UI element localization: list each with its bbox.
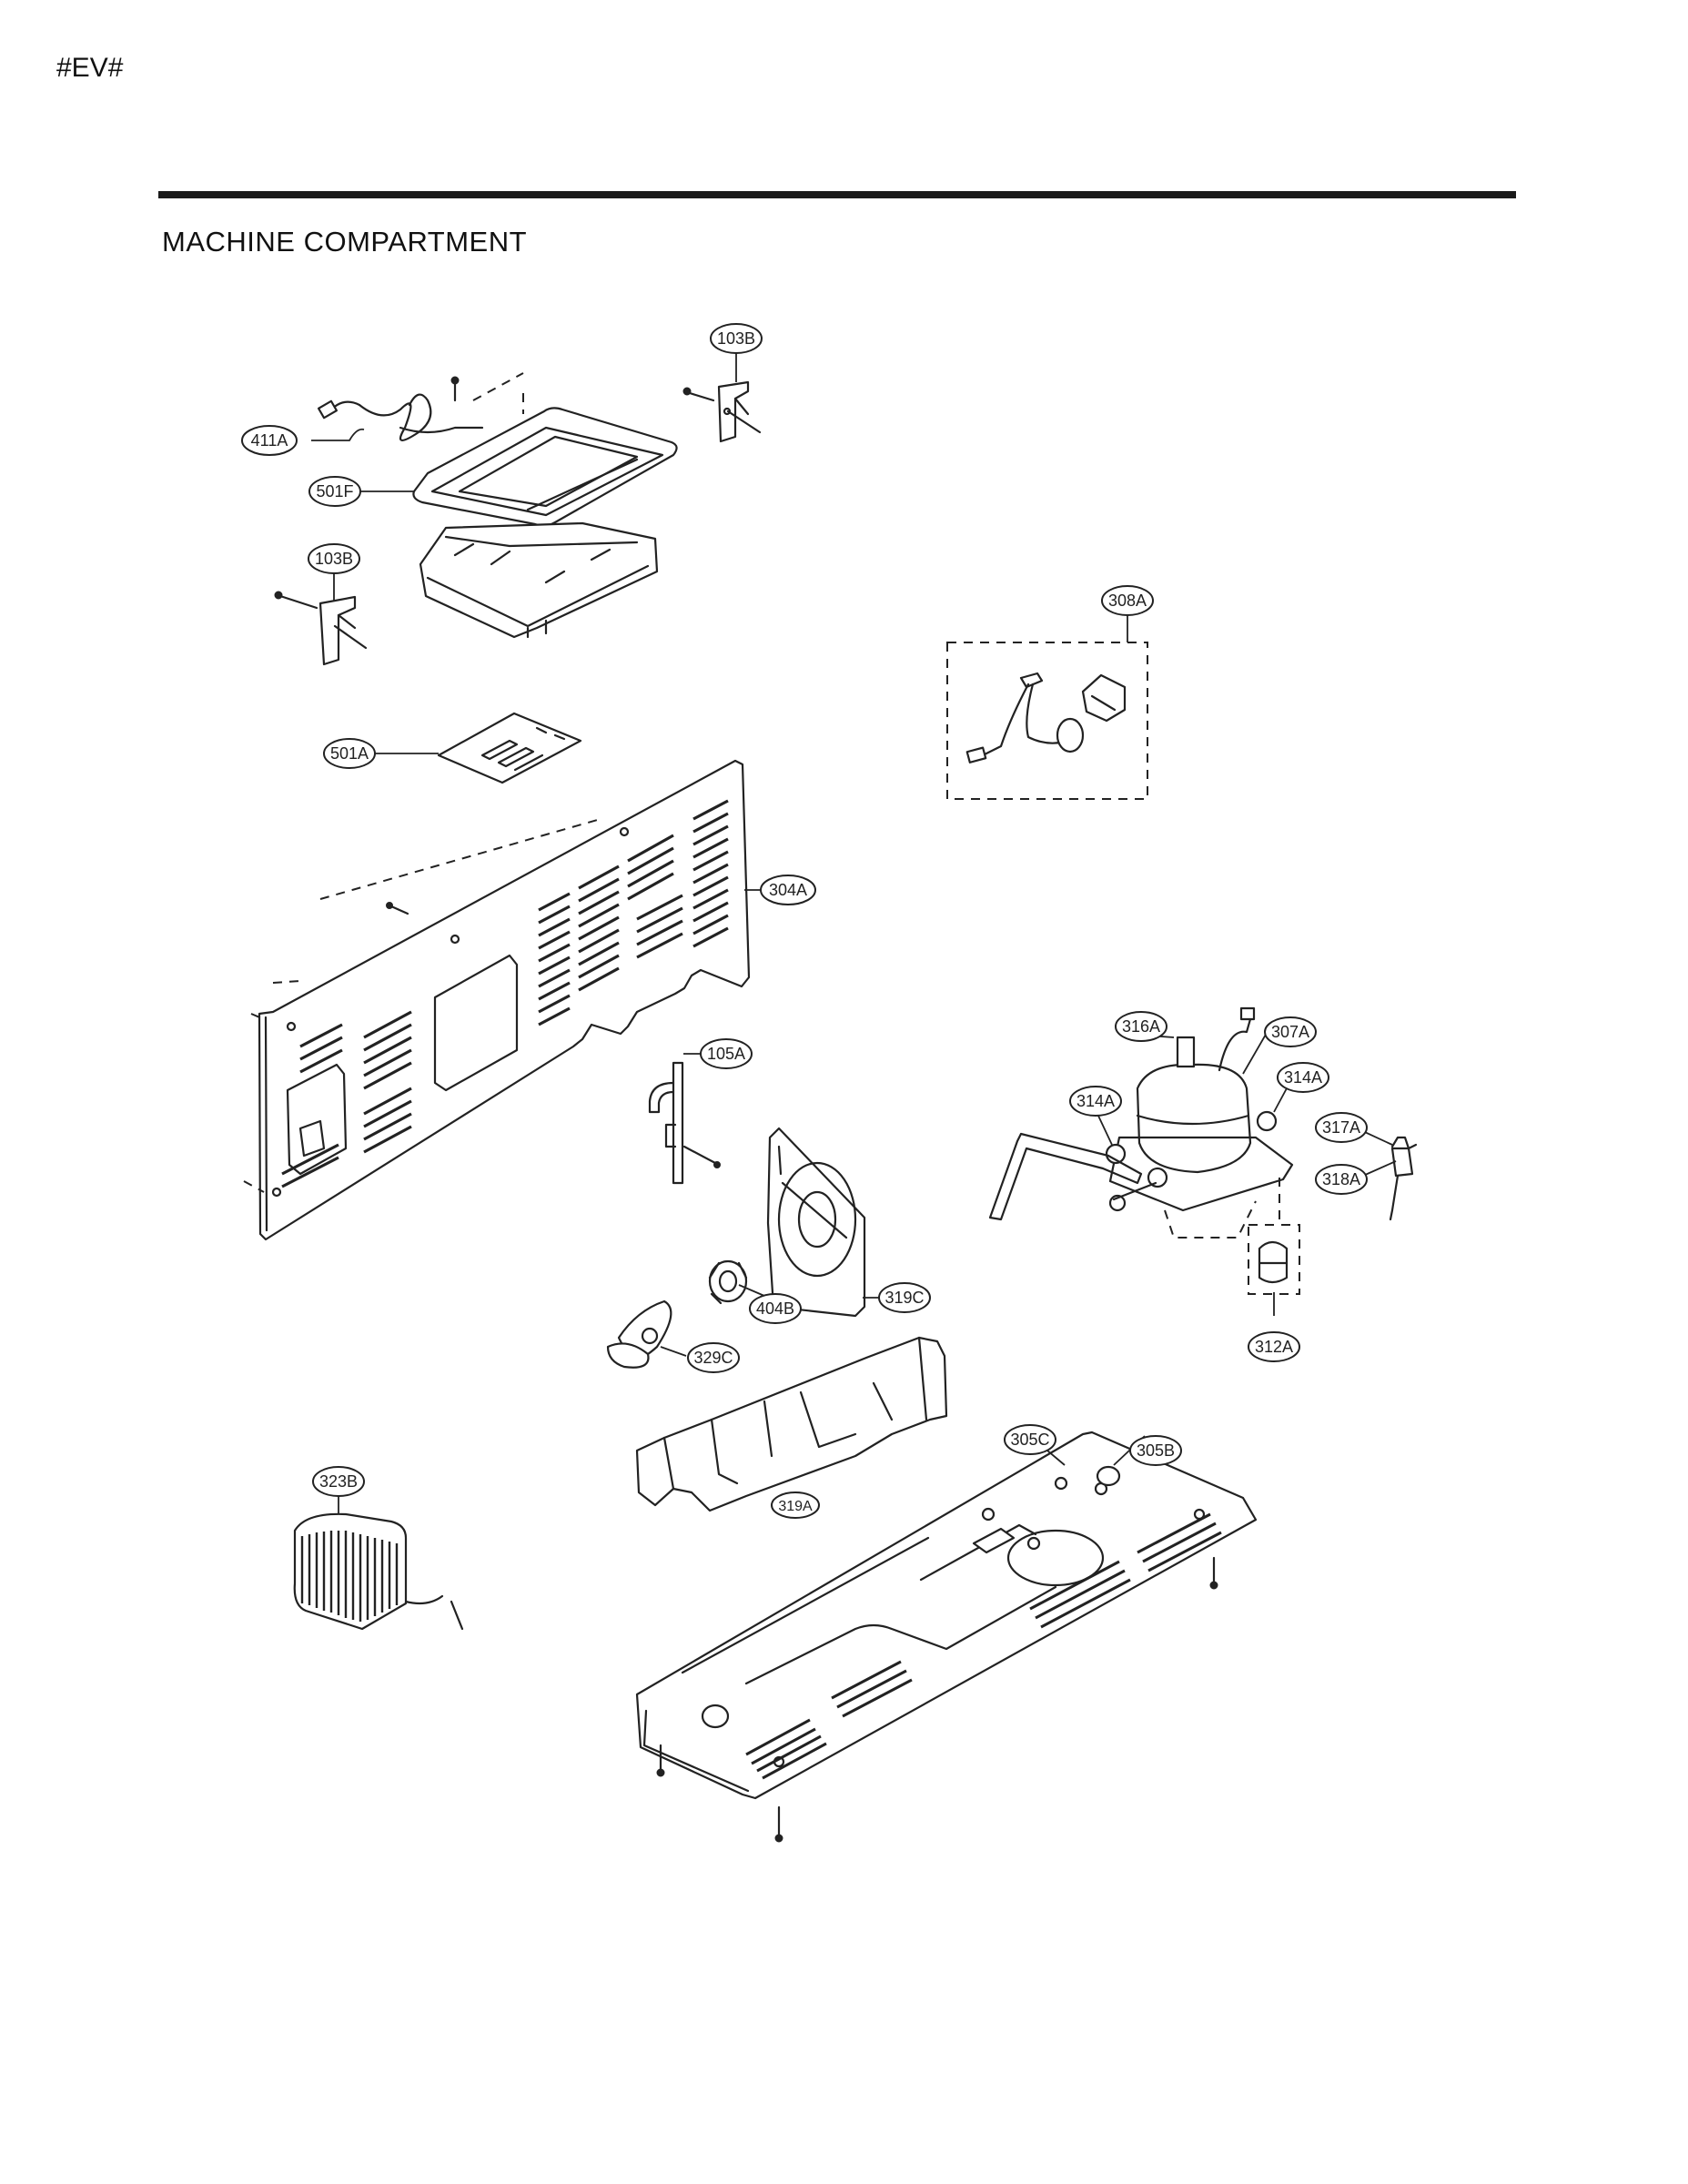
compressor-base-guide xyxy=(1164,1200,1257,1239)
callout-312a: 312A xyxy=(1248,1331,1300,1362)
relay-dashed-group xyxy=(1248,1224,1300,1295)
callout-307a: 307A xyxy=(1264,1016,1317,1047)
svg-text:304A: 304A xyxy=(769,881,807,899)
section-title: MACHINE COMPARTMENT xyxy=(162,226,528,258)
callout-305b: 305B xyxy=(1129,1435,1182,1466)
harness-dashed-group xyxy=(946,642,1148,800)
fan-blade-part xyxy=(606,1299,672,1369)
screw-part xyxy=(450,376,460,402)
svg-text:404B: 404B xyxy=(756,1299,794,1318)
rear-panel-part xyxy=(258,759,751,1241)
fan-motor-part xyxy=(708,1259,748,1305)
svg-text:305C: 305C xyxy=(1010,1431,1049,1449)
callout-501f: 501F xyxy=(308,476,361,507)
svg-text:501A: 501A xyxy=(330,744,369,763)
svg-text:317A: 317A xyxy=(1322,1118,1360,1137)
callout-317a: 317A xyxy=(1315,1112,1368,1143)
base-plate-part xyxy=(635,1431,1258,1800)
thermistor-part xyxy=(1389,1136,1418,1221)
svg-text:103B: 103B xyxy=(717,329,755,348)
callout-329c: 329C xyxy=(687,1342,740,1373)
fan-shroud-part xyxy=(766,1127,866,1318)
callout-318a: 318A xyxy=(1315,1164,1368,1195)
pcb-board-part xyxy=(437,712,582,784)
leveling-screw-part xyxy=(656,1556,1218,1843)
svg-text:308A: 308A xyxy=(1108,592,1147,610)
callout-411a: 411A xyxy=(241,425,298,456)
callout-501a: 501A xyxy=(323,738,376,769)
callout-308a: 308A xyxy=(1101,585,1154,616)
callout-105a: 105A xyxy=(700,1038,753,1069)
svg-text:312A: 312A xyxy=(1255,1338,1293,1356)
callout-103b-top: 103B xyxy=(710,323,763,354)
page-code: #EV# xyxy=(56,53,124,83)
svg-text:314A: 314A xyxy=(1076,1092,1115,1110)
svg-text:319C: 319C xyxy=(884,1289,924,1307)
svg-text:501F: 501F xyxy=(316,482,353,500)
svg-text:316A: 316A xyxy=(1122,1017,1160,1036)
svg-text:305B: 305B xyxy=(1137,1441,1175,1460)
callout-304a: 304A xyxy=(760,875,816,905)
relay-part xyxy=(1258,1240,1289,1284)
panel-screw-part xyxy=(386,902,409,915)
callout-314a-right: 314A xyxy=(1277,1062,1329,1093)
bracket-top-part xyxy=(682,380,762,443)
wire-harness-part xyxy=(965,672,1127,763)
power-cord-part xyxy=(317,393,484,441)
svg-text:319A: 319A xyxy=(778,1499,813,1514)
svg-text:411A: 411A xyxy=(251,431,288,450)
callout-316a: 316A xyxy=(1115,1011,1167,1042)
svg-text:103B: 103B xyxy=(315,550,353,568)
header-rule xyxy=(158,191,1516,198)
drain-tray-part xyxy=(635,1336,948,1512)
svg-text:318A: 318A xyxy=(1322,1170,1360,1188)
condenser-part xyxy=(293,1512,464,1631)
callout-319a: 319A xyxy=(771,1491,820,1519)
callout-323b: 323B xyxy=(312,1466,365,1497)
control-box-housing-part xyxy=(419,521,659,639)
svg-text:307A: 307A xyxy=(1271,1023,1309,1041)
svg-text:105A: 105A xyxy=(707,1045,745,1063)
control-box-cover-part xyxy=(412,407,678,527)
compressor-part xyxy=(988,1006,1294,1221)
svg-text:329C: 329C xyxy=(693,1349,733,1367)
svg-text:314A: 314A xyxy=(1284,1068,1322,1087)
drain-pipe-part xyxy=(648,1061,721,1185)
callout-305c: 305C xyxy=(1004,1424,1056,1455)
callout-404b: 404B xyxy=(749,1293,802,1324)
callout-103b-left: 103B xyxy=(308,543,360,574)
svg-text:323B: 323B xyxy=(319,1472,358,1491)
callout-319c: 319C xyxy=(878,1282,931,1313)
callout-314a-left: 314A xyxy=(1069,1086,1122,1117)
bracket-left-part xyxy=(274,591,368,666)
